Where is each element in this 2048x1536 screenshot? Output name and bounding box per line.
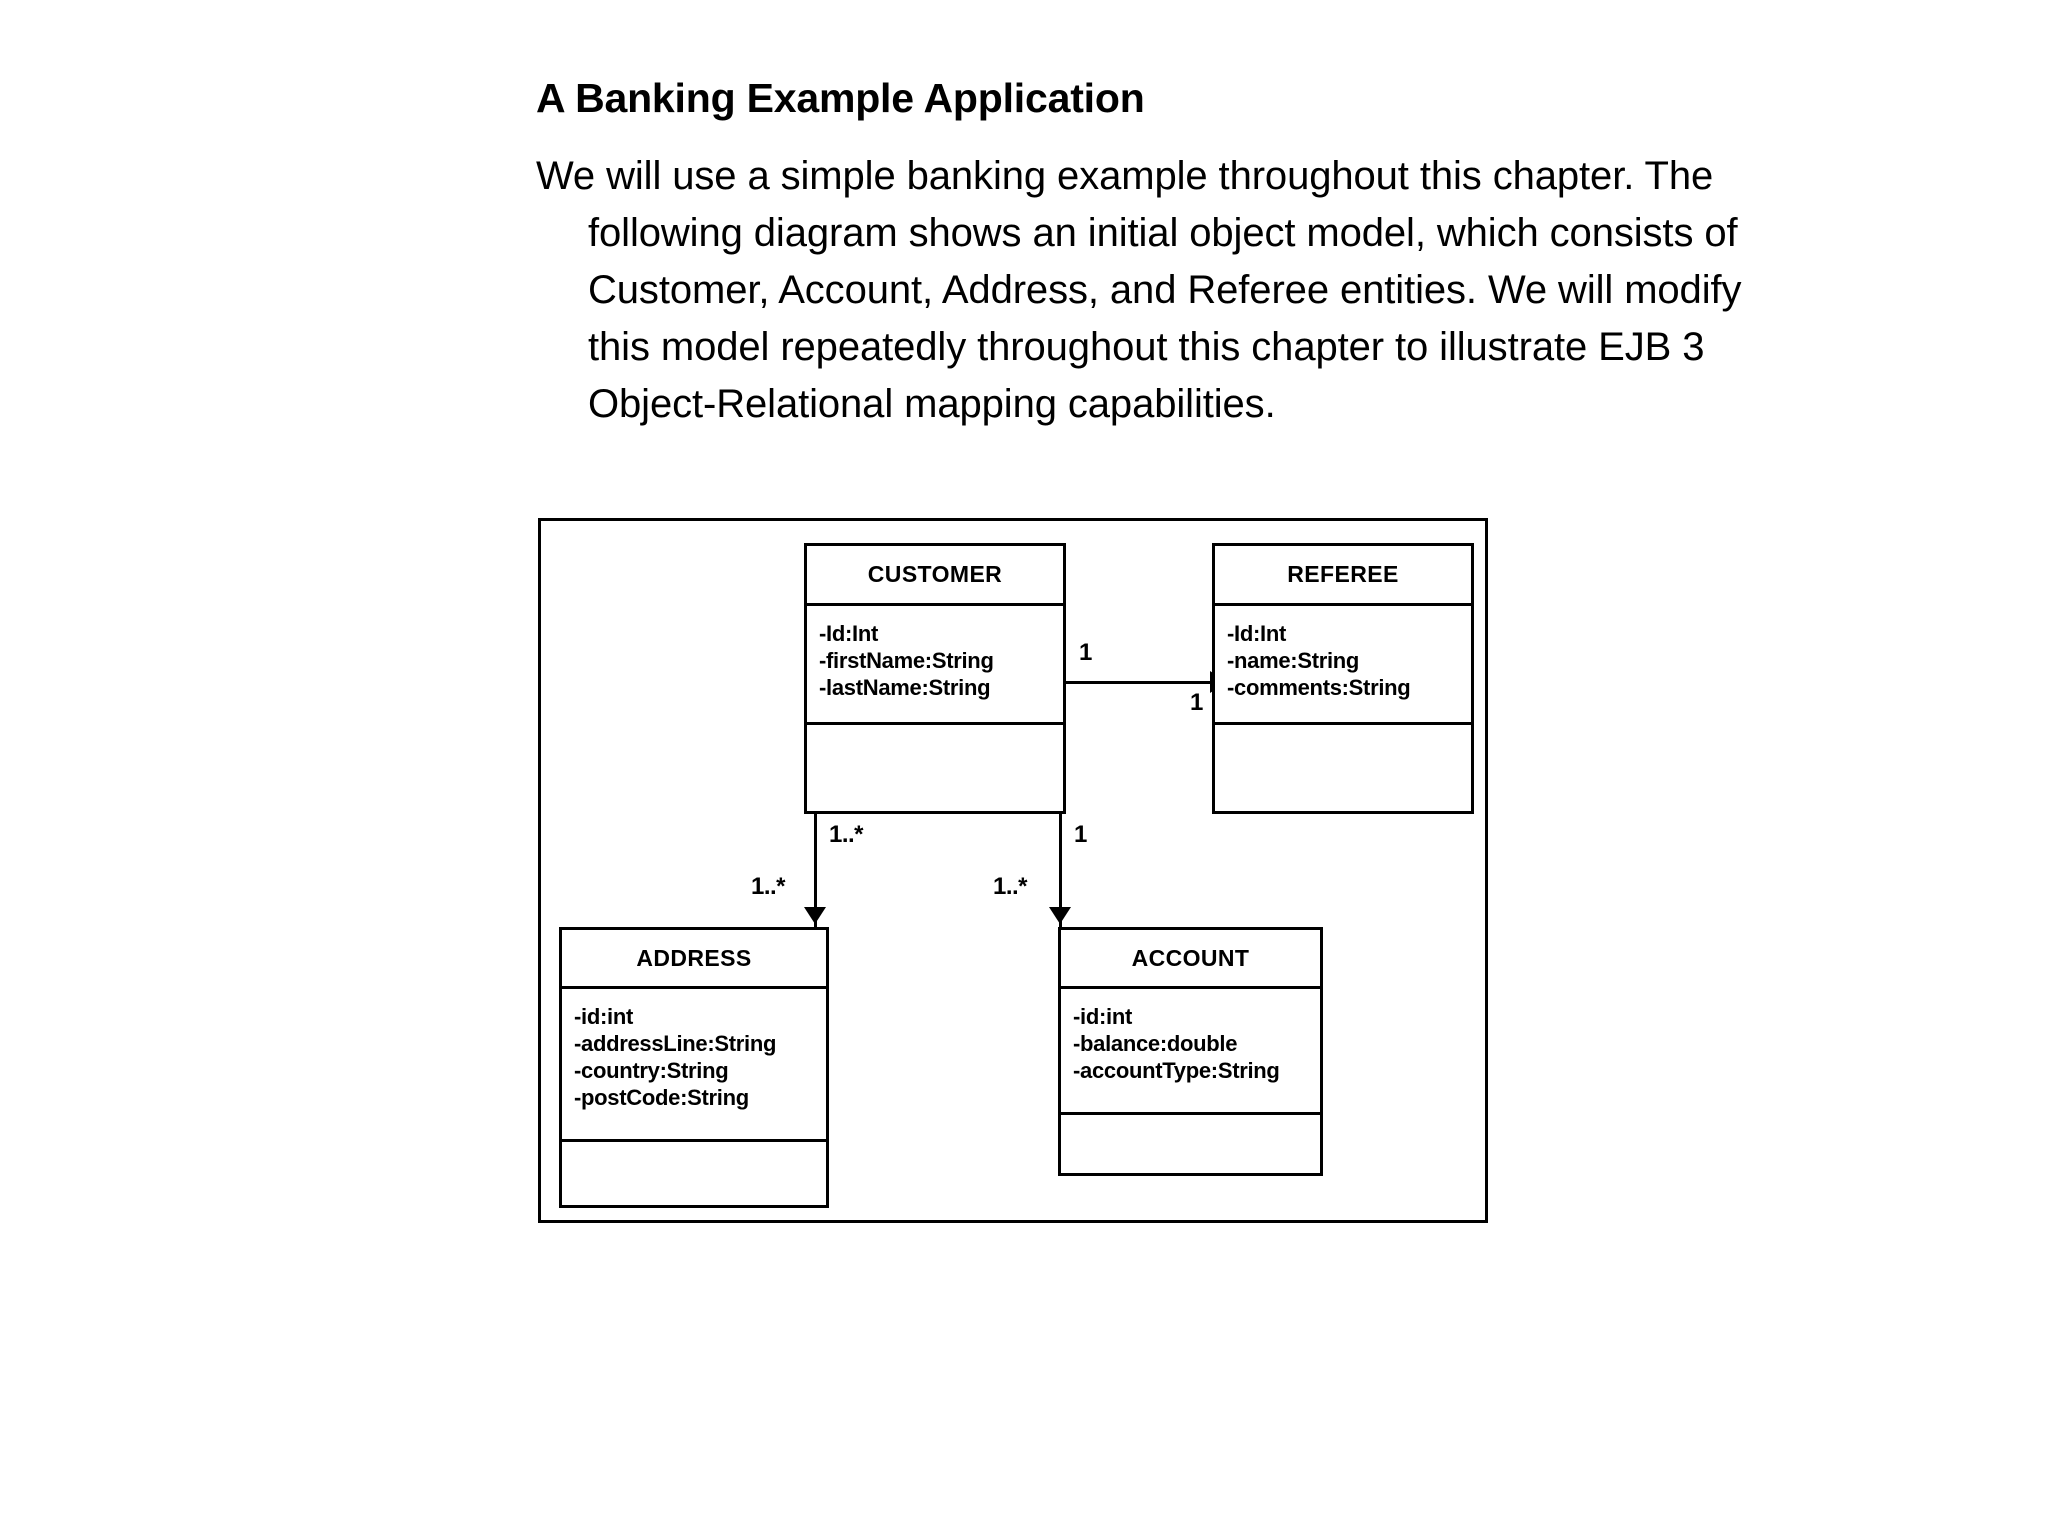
uml-attribute: -country:String <box>574 1058 729 1083</box>
uml-class-customer-operations <box>807 725 1063 814</box>
uml-class-address-operations <box>562 1142 826 1208</box>
uml-class-account[interactable]: ACCOUNT -id:int -balance:double -account… <box>1058 927 1323 1176</box>
uml-attribute: -postCode:String <box>574 1085 749 1110</box>
multiplicity-label-customer-address-target: 1..* <box>751 873 786 900</box>
uml-class-account-name: ACCOUNT <box>1061 930 1320 989</box>
multiplicity-label-customer-account-source: 1 <box>1074 821 1087 848</box>
uml-class-address-name: ADDRESS <box>562 930 826 989</box>
association-line-customer-address <box>814 814 817 974</box>
body-paragraph: We will use a simple banking example thr… <box>536 148 1960 433</box>
uml-attribute: -accountType:String <box>1073 1058 1280 1083</box>
uml-attribute: -Id:Int <box>1227 621 1286 646</box>
uml-class-address-attributes: -id:int -addressLine:String -country:Str… <box>562 989 826 1142</box>
association-line-customer-referee <box>1066 681 1216 684</box>
uml-attribute: -lastName:String <box>819 675 991 700</box>
body-line-2: following diagram shows an initial objec… <box>588 211 1738 255</box>
body-line-1: We will use a simple banking example thr… <box>536 154 1714 198</box>
arrowhead-icon-customer-account <box>1049 907 1071 924</box>
uml-attribute: -balance:double <box>1073 1031 1238 1056</box>
uml-class-referee-attributes: -Id:Int -name:String -comments:String <box>1215 606 1471 725</box>
multiplicity-label-customer-referee-target: 1 <box>1190 689 1203 716</box>
body-line-5: Object-Relational mapping capabilities. <box>588 382 1276 426</box>
uml-class-address[interactable]: ADDRESS -id:int -addressLine:String -cou… <box>559 927 829 1208</box>
multiplicity-label-customer-address-source: 1..* <box>829 821 864 848</box>
uml-attribute: -addressLine:String <box>574 1031 777 1056</box>
uml-class-customer-name: CUSTOMER <box>807 546 1063 606</box>
uml-class-account-operations <box>1061 1115 1320 1176</box>
uml-class-referee-operations <box>1215 725 1471 814</box>
uml-class-customer-attributes: -Id:Int -firstName:String -lastName:Stri… <box>807 606 1063 725</box>
association-line-customer-account <box>1059 814 1062 974</box>
uml-class-referee-name: REFEREE <box>1215 546 1471 606</box>
multiplicity-label-customer-referee-source: 1 <box>1079 639 1092 666</box>
uml-attribute: -firstName:String <box>819 648 994 673</box>
uml-attribute: -name:String <box>1227 648 1360 673</box>
uml-attribute: -comments:String <box>1227 675 1411 700</box>
multiplicity-label-customer-account-target: 1..* <box>993 873 1028 900</box>
body-line-4: this model repeatedly throughout this ch… <box>588 325 1705 369</box>
page-title: A Banking Example Application <box>536 75 1145 121</box>
uml-class-customer[interactable]: CUSTOMER -Id:Int -firstName:String -last… <box>804 543 1066 814</box>
uml-attribute: -id:int <box>1073 1004 1132 1029</box>
uml-attribute: -Id:Int <box>819 621 878 646</box>
body-line-3: Customer, Account, Address, and Referee … <box>588 268 1742 312</box>
uml-attribute: -id:int <box>574 1004 633 1029</box>
arrowhead-icon-customer-address <box>804 907 826 924</box>
uml-class-referee[interactable]: REFEREE -Id:Int -name:String -comments:S… <box>1212 543 1474 814</box>
diagram-canvas: 1 1 1..* 1..* 1 1..* CUSTOMER -Id:Int -f… <box>541 521 1485 1220</box>
uml-class-account-attributes: -id:int -balance:double -accountType:Str… <box>1061 989 1320 1115</box>
uml-class-diagram: 1 1 1..* 1..* 1 1..* CUSTOMER -Id:Int -f… <box>538 518 1488 1223</box>
